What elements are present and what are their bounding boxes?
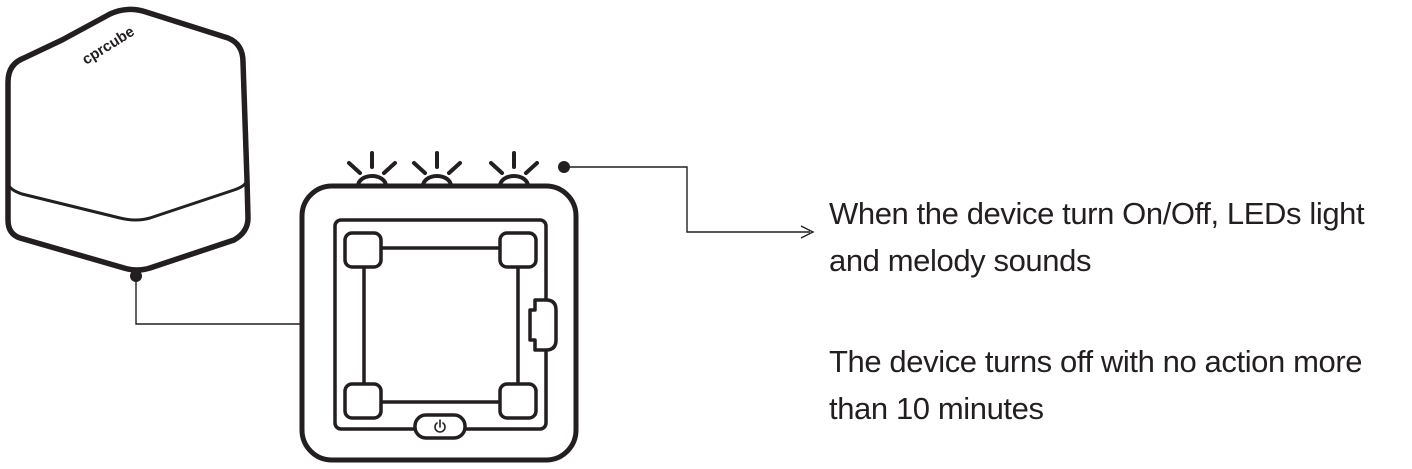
cube-base-line [6,178,249,222]
led-connector [558,161,815,239]
led-connector-line [564,166,810,233]
pad-top-right [498,231,538,269]
cube-device [5,6,251,273]
pad-top-left [343,231,383,269]
caption-leds-melody-line-1: When the device turn On/Off, LEDs light [829,196,1365,231]
caption-auto-off-line-1: The device turns off with no action more [829,344,1363,379]
power-icon [434,419,446,433]
caption-leds-melody-line-2: and melody sounds [829,243,1092,278]
side-button[interactable] [528,298,558,352]
pad-bottom-right [498,382,538,420]
led-2 [412,151,462,188]
caption-auto-off-line-2: than 10 minutes [829,391,1044,426]
led-1 [347,151,397,188]
caption-auto-off: The device turns off with no action more… [829,338,1363,432]
pad-bottom-left [343,382,383,420]
caption-leds-melody: When the device turn On/Off, LEDs light … [829,190,1365,284]
cube-body-outline [5,6,251,273]
pad-frame [362,246,520,404]
arrow-right-icon [800,225,815,239]
led-3 [489,151,539,188]
device-top-view [299,151,579,463]
